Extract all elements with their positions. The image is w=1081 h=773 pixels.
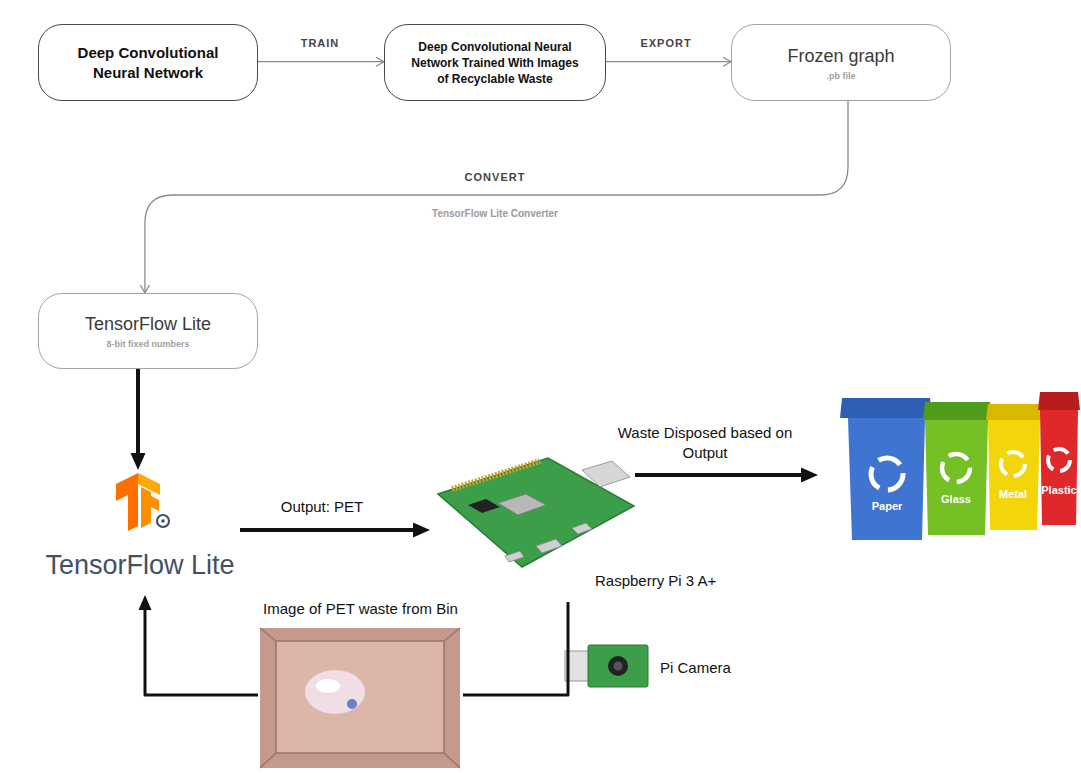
waste-image: Image of PET waste from Bin — [258, 600, 463, 770]
node-text: Pi Camera — [660, 659, 731, 676]
connector — [131, 369, 146, 470]
node-text: .pb file — [827, 71, 856, 81]
connector — [258, 57, 384, 66]
arrow-head — [723, 57, 731, 66]
connector — [140, 101, 848, 293]
node-text: TensorFlow Lite — [40, 550, 240, 581]
bin-interior — [276, 641, 444, 753]
connector — [635, 468, 818, 483]
recycling-bins: Paper GlassMetalPlastic — [818, 392, 1080, 542]
connector-line — [258, 61, 384, 62]
audio-port — [572, 523, 592, 534]
power-port — [505, 551, 524, 562]
connector — [240, 523, 430, 538]
pet-bottle — [305, 670, 365, 714]
bin-lid — [840, 398, 932, 418]
arrow-head — [140, 285, 149, 293]
connector-line — [136, 369, 140, 458]
bin-body — [848, 418, 925, 540]
node-text: Metal — [983, 488, 1043, 500]
hdmi-port — [536, 539, 562, 553]
edge-label: Waste Disposed based on Output — [611, 423, 799, 463]
node-text: Plastic — [1034, 484, 1081, 496]
edge-label: Output: PET — [252, 498, 392, 515]
bin-edge — [260, 628, 276, 641]
connector-line — [606, 61, 731, 62]
bin-body — [925, 420, 988, 535]
edge-label: TRAIN — [275, 37, 365, 49]
connector — [139, 595, 259, 695]
edge-label: CONVERT — [435, 171, 555, 183]
arrow-head — [131, 453, 146, 470]
process-box: Frozen graph .pb file — [731, 24, 951, 101]
node-text: Glass — [926, 493, 986, 505]
node-text: TensorFlow Lite — [85, 313, 211, 335]
node-text: 8-bit fixed numbers — [106, 339, 189, 349]
tf-logo-gear — [161, 519, 165, 523]
recycle-symbol — [871, 458, 903, 490]
bin-body — [988, 420, 1040, 530]
camera-lens — [608, 656, 628, 676]
bin-edge — [444, 753, 460, 768]
pet-highlight — [316, 679, 340, 693]
bin-lid — [1038, 392, 1080, 410]
node-text: Image of PET waste from Bin — [246, 600, 475, 617]
connector-line — [240, 528, 418, 532]
free-label: TensorFlow Lite Converter — [395, 208, 595, 219]
camera-board — [588, 645, 648, 687]
bin-edge — [444, 628, 460, 641]
arrow-head — [413, 523, 430, 538]
process-box: TensorFlow Lite 8-bit fixed numbers — [38, 293, 258, 369]
tflite-logo: TensorFlow Lite — [40, 470, 240, 595]
bin-lid — [923, 402, 992, 420]
node-text: Deep Convolutional Neural Network Traine… — [407, 39, 583, 87]
gpio-pins — [452, 461, 540, 489]
node-text: Paper — [857, 500, 917, 512]
raspberry-pi: Raspberry Pi 3 A+ — [430, 462, 635, 602]
tf-logo-gear — [157, 515, 169, 527]
connector-line — [463, 602, 568, 695]
arrow-head — [376, 57, 384, 66]
waste-photo — [260, 628, 460, 768]
camera-lens — [614, 662, 623, 671]
pet-cap — [347, 699, 357, 709]
process-box: Deep Convolutional Neural Network Traine… — [384, 24, 606, 101]
arrow-head — [139, 595, 152, 610]
bin-edge — [260, 753, 276, 768]
tf-logo-part — [116, 473, 138, 531]
node-text: Raspberry Pi 3 A+ — [595, 572, 716, 589]
connector-line — [635, 473, 806, 477]
recycle-symbol — [942, 454, 970, 482]
recycle-symbol — [1001, 452, 1025, 476]
process-box: Deep Convolutional Neural Network — [38, 24, 258, 101]
bin-body — [1040, 410, 1078, 525]
connector — [606, 57, 731, 66]
bin-lid — [986, 404, 1044, 420]
edge-label: EXPORT — [621, 37, 711, 49]
connector-line — [145, 606, 258, 696]
pi-camera: Pi Camera — [578, 640, 653, 690]
chip — [468, 499, 500, 513]
recycle-symbol — [1048, 449, 1070, 471]
arrow-head — [801, 468, 818, 483]
node-text: Frozen graph — [787, 45, 894, 67]
connector — [463, 602, 568, 695]
connector-line — [145, 101, 848, 293]
pi-board — [438, 458, 634, 567]
soc-chip — [498, 494, 546, 515]
node-text: Deep Convolutional Neural Network — [58, 43, 238, 83]
usb-port — [582, 461, 630, 487]
